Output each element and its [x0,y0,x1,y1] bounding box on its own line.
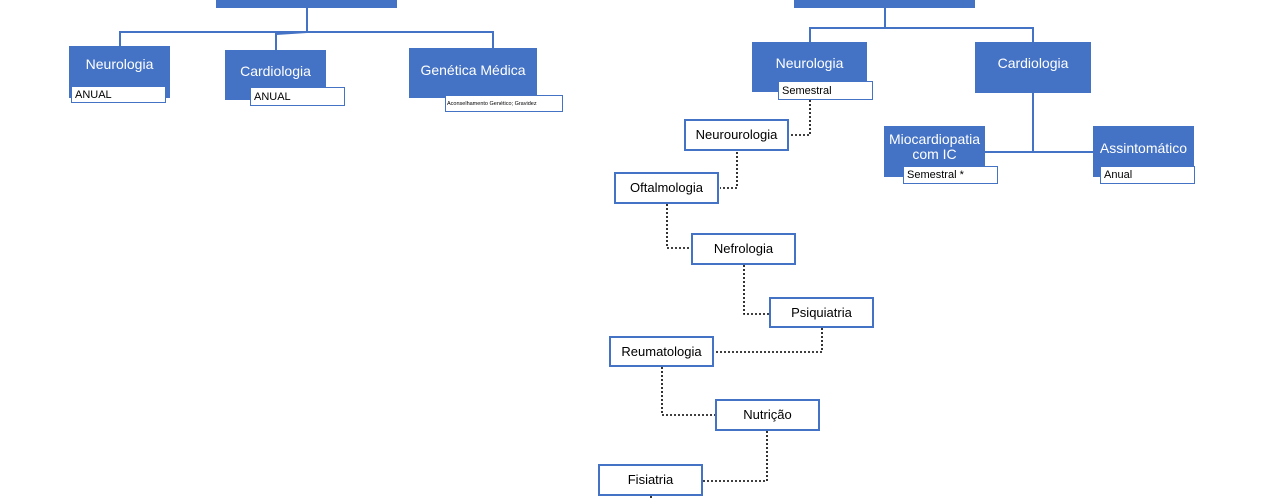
psiquiatria-node: Psiquiatria [769,297,874,328]
oftalmologia-node: Oftalmologia [614,172,719,204]
connector-nefrologia-psiquiatria [743,265,769,315]
right-cardiologia-label: Cardiologia [997,55,1069,72]
connector-right-bus [809,27,1034,42]
nutricao-node: Nutrição [715,399,820,431]
neurourologia-node: Neurourologia [684,119,789,151]
nefrologia-node: Nefrologia [691,233,796,265]
left-neurologia-label: Neurologia [85,55,154,72]
assintomatico-frequency: Anual [1100,166,1195,184]
connector-nutricao-fisiatria [703,431,768,482]
miocardiopatia-frequency: Semestral * [903,166,998,184]
left-root-node [216,0,397,8]
connector-left-cardio [275,31,308,50]
connector-left-bus [119,31,494,48]
right-neurologia-label: Neurologia [775,54,844,71]
right-neurologia-frequency: Semestral [778,81,873,100]
connector-neuro-neurourologia [790,100,811,136]
left-genetica-note: Aconselhamento Genético; Gravidez [445,95,563,112]
connector-psiquiatria-reumatologia [715,328,823,353]
assintomatico-label: Assintomático [1099,140,1188,157]
left-genetica-node: Genética Médica [409,48,537,98]
reumatologia-node: Reumatologia [609,336,714,367]
left-neurologia-frequency: ANUAL [71,86,166,103]
left-cardiologia-frequency: ANUAL [250,87,345,106]
connector-neurourologia-oftalmologia [720,152,738,189]
miocardiopatia-label: Miocardiopatia com IC [888,130,981,162]
connector-cardio-children [985,93,1093,153]
connector-oftalmologia-nefrologia [666,204,691,249]
right-cardiologia-node: Cardiologia [975,42,1091,93]
left-cardiologia-label: Cardiologia [240,62,311,79]
right-root-node [794,0,975,8]
fisiatria-node: Fisiatria [598,464,703,496]
connector-reumatologia-nutricao [661,367,715,416]
left-genetica-label: Genética Médica [420,61,526,78]
